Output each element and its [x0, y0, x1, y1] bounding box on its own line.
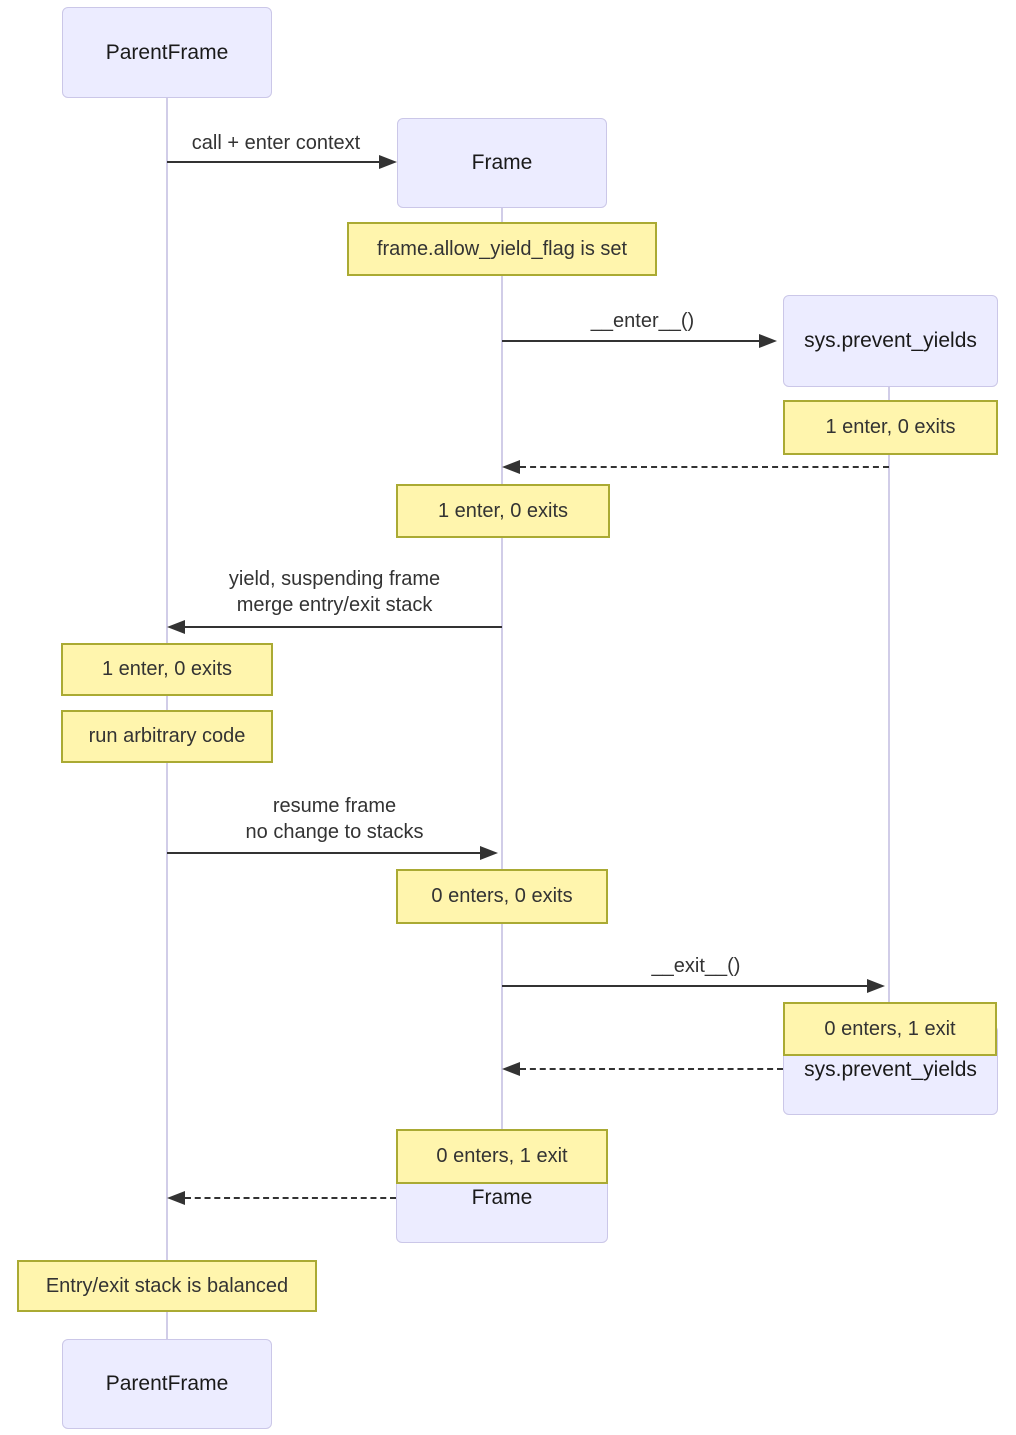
message-label-yield-line2: merge entry/exit stack	[236, 594, 433, 616]
note-frame-after-resume: 0 enters, 0 exits	[396, 869, 608, 924]
actor-frame-top: Frame	[397, 118, 607, 208]
lifeline-sys-prevent-yields	[888, 387, 890, 1025]
note-frame-after-enter: 1 enter, 0 exits	[396, 484, 610, 538]
note-sys-after-enter: 1 enter, 0 exits	[783, 400, 998, 455]
message-label-yield-line1: yield, suspending frame	[228, 568, 441, 590]
message-line-exit-call	[502, 985, 867, 987]
arrowhead-left-icon	[502, 1062, 520, 1076]
note-run-arbitrary-code: run arbitrary code	[61, 710, 273, 763]
actor-parentframe-bottom: ParentFrame	[62, 1339, 272, 1429]
message-line-return-frame	[185, 1197, 396, 1199]
arrowhead-right-icon	[379, 155, 397, 169]
message-label-call-enter-context: call + enter context	[191, 132, 361, 154]
lifeline-frame	[501, 208, 503, 1153]
note-sys-after-exit: 0 enters, 1 exit	[783, 1002, 997, 1056]
message-line-return-exit	[520, 1068, 783, 1070]
note-frame-after-exit: 0 enters, 1 exit	[396, 1129, 608, 1184]
note-parent-after-yield: 1 enter, 0 exits	[61, 643, 273, 696]
arrowhead-right-icon	[867, 979, 885, 993]
message-line-return-enter	[520, 466, 889, 468]
message-line-enter-call	[502, 340, 759, 342]
arrowhead-left-icon	[167, 1191, 185, 1205]
message-label-enter-call: __enter__()	[590, 310, 695, 332]
message-label-resume-line1: resume frame	[272, 795, 397, 817]
arrowhead-right-icon	[480, 846, 498, 860]
message-line-yield	[185, 626, 502, 628]
message-line-resume	[167, 852, 480, 854]
arrowhead-left-icon	[167, 620, 185, 634]
message-label-exit-call: __exit__()	[651, 955, 741, 977]
note-flag-set: frame.allow_yield_flag is set	[347, 222, 657, 276]
actor-sys-prevent-yields-top: sys.prevent_yields	[783, 295, 998, 387]
message-line-call-enter-context	[167, 161, 379, 163]
arrowhead-left-icon	[502, 460, 520, 474]
message-label-resume-line2: no change to stacks	[245, 821, 424, 843]
arrowhead-right-icon	[759, 334, 777, 348]
actor-parentframe-top: ParentFrame	[62, 7, 272, 98]
note-stack-balanced: Entry/exit stack is balanced	[17, 1260, 317, 1312]
